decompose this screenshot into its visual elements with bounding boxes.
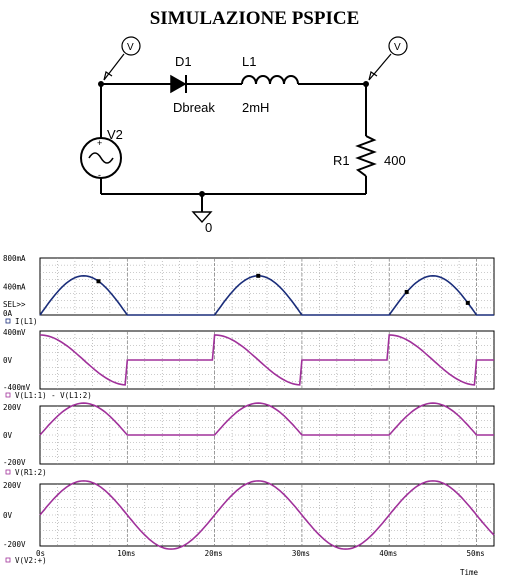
legend-label: V(L1:1) - V(L1:2) <box>15 391 92 400</box>
legend-marker <box>5 392 11 398</box>
trace-line <box>39 402 494 436</box>
ground-symbol <box>191 211 213 224</box>
circuit-schematic: D1 Dbreak L1 2mH R1 400 + - V2 0 V V <box>80 36 408 235</box>
y-tick-label: 0V <box>3 431 13 440</box>
resistor-symbol <box>355 135 377 177</box>
diode-model-label: Dbreak <box>173 100 215 115</box>
x-tick-label: 20ms <box>205 549 223 558</box>
ac-source-symbol: + - <box>80 137 122 180</box>
page-title: SIMULAZIONE PSPICE <box>149 8 360 29</box>
y-tick-label: 0V <box>3 356 13 365</box>
x-tick-label: 30ms <box>292 549 310 558</box>
diode-symbol <box>170 74 187 94</box>
x-axis-label: Time <box>460 568 479 577</box>
svg-text:+: + <box>97 138 102 148</box>
resistor-value-label: 400 <box>384 153 406 168</box>
plot-frame <box>39 330 495 390</box>
legend-label: I(L1) <box>15 317 38 326</box>
probe-label: V <box>394 42 401 53</box>
junction-dot <box>98 81 104 87</box>
junction-dot <box>363 81 369 87</box>
voltage-probe-icon: V <box>368 36 408 81</box>
y-tick-label: -400mV <box>3 383 31 392</box>
ground-label: 0 <box>205 220 212 235</box>
y-tick-label: -200V <box>3 540 26 549</box>
probe-label: V <box>127 42 134 53</box>
x-tick-label: 50ms <box>467 549 485 558</box>
trace-marker <box>404 289 409 294</box>
trace-marker <box>465 300 470 305</box>
trace-marker <box>96 279 101 284</box>
resistor-ref-label: R1 <box>333 153 350 168</box>
y-tick-label: SEL>> <box>3 300 26 309</box>
y-tick-label: 0A <box>3 309 13 318</box>
junction-dot <box>199 191 205 197</box>
y-tick-label: 200V <box>3 481 22 490</box>
inductor-symbol <box>241 75 299 85</box>
trace-line <box>39 334 494 386</box>
trace-marker <box>256 273 261 278</box>
legend-marker <box>5 557 11 563</box>
legend-marker <box>5 469 11 475</box>
x-tick-label: 10ms <box>117 549 135 558</box>
source-ref-label: V2 <box>107 127 123 142</box>
inductor-value-label: 2mH <box>242 100 269 115</box>
trace-line <box>39 480 495 550</box>
x-tick-label: 40ms <box>379 549 397 558</box>
legend-label: V(R1:2) <box>15 468 47 477</box>
y-tick-label: -200V <box>3 458 26 467</box>
legend-marker <box>5 318 11 324</box>
diode-ref-label: D1 <box>175 54 192 69</box>
x-tick-label: 0s <box>36 549 45 558</box>
y-tick-label: 200V <box>3 403 22 412</box>
legend-label: V(V2:+) <box>15 556 47 565</box>
y-tick-label: 800mA <box>3 254 26 263</box>
y-tick-label: 0V <box>3 511 13 520</box>
trace-line <box>39 274 494 316</box>
svg-text:-: - <box>98 170 101 180</box>
y-tick-label: 400mV <box>3 328 26 337</box>
y-tick-label: 400mA <box>3 283 26 292</box>
voltage-probe-icon: V <box>103 36 141 81</box>
inductor-ref-label: L1 <box>242 54 256 69</box>
